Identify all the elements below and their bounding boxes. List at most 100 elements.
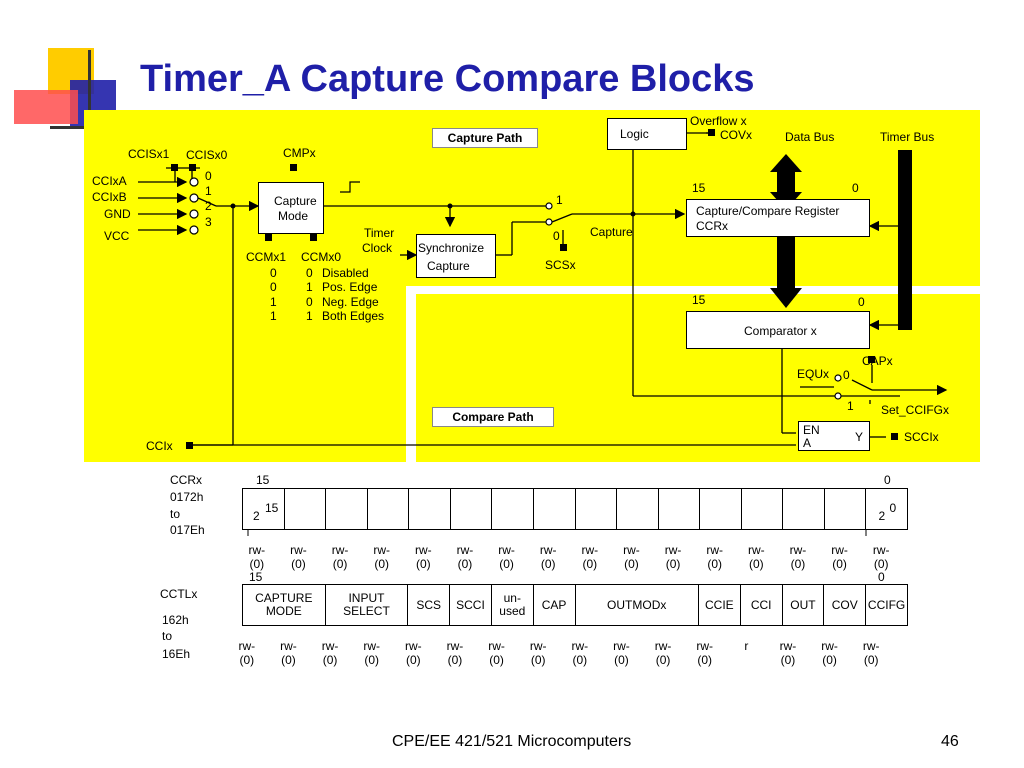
capture-panel-lower xyxy=(84,284,406,462)
ccr-bit-cell xyxy=(783,489,825,529)
cctl-access: r xyxy=(744,639,749,653)
ccr-access: rw- (0) xyxy=(539,543,557,571)
ccr-access: rw- (0) xyxy=(498,543,515,571)
ccr-access: rw- (0) xyxy=(373,543,391,571)
ccr-bit-cell xyxy=(492,489,534,529)
ccisx1-label: CCISx1 xyxy=(128,147,170,161)
comparator-bit-0: 0 xyxy=(858,295,865,309)
ccr-register-name: CCRx xyxy=(170,473,202,487)
comparator-box: Comparator x xyxy=(686,311,870,349)
input-ccixa: CCIxA xyxy=(92,174,127,188)
ccr-bit-cell xyxy=(659,489,701,529)
cctl-register-fields: CAPTURE MODE INPUT SELECT SCS SCCI un- u… xyxy=(242,584,908,626)
cctl-register-name: CCTLx xyxy=(160,587,198,601)
cctl-access: rw- (0) xyxy=(238,639,256,667)
mux-index-3: 3 xyxy=(205,215,212,229)
ccr-bit-cell xyxy=(534,489,576,529)
cctl-field-cap: CAP xyxy=(534,585,576,625)
cctl-access: rw- (0) xyxy=(613,639,630,667)
switch-input-1: 1 xyxy=(556,193,563,207)
ccr-bit-cell xyxy=(576,489,618,529)
ccr-register-cells: 2 15 2 0 xyxy=(242,488,908,530)
ccr-access: rw- (0) xyxy=(831,543,848,571)
ccr-bit-cell xyxy=(409,489,451,529)
ccr-access: rw- (0) xyxy=(581,543,599,571)
timer-bus-label: Timer Bus xyxy=(880,130,935,144)
cctl-address-2: to xyxy=(162,629,173,643)
cctl-access-row: rw- (0) rw- (0) rw- (0) rw- (0) rw- (0) … xyxy=(226,639,892,667)
capture-path-label: Capture Path xyxy=(432,128,538,148)
synchronize-capture-box: Synchronize Capture xyxy=(416,234,496,278)
ccr-access: rw- (0) xyxy=(414,543,432,571)
ccmx1-label: CCMx1 xyxy=(246,250,287,264)
ccr-access: rw- (0) xyxy=(872,543,890,571)
output-switch-1: 1 xyxy=(847,399,854,413)
cctl-field-ccifg: CCIFG xyxy=(867,597,906,612)
mux-index-1: 1 xyxy=(205,184,212,198)
overflow-label: Overflow x xyxy=(690,114,747,128)
input-ccixb: CCIxB xyxy=(92,190,127,204)
cctl-field-out: OUT xyxy=(783,585,825,625)
switch-input-0: 0 xyxy=(553,229,560,243)
cctl-access: rw- (0) xyxy=(280,639,297,667)
comparator-bit-15: 15 xyxy=(692,293,706,307)
cctl-access: rw- (0) xyxy=(779,639,797,667)
cctl-access: rw- (0) xyxy=(529,639,547,667)
cctl-bit-low: 0 xyxy=(878,570,885,584)
cctl-bit-high: 15 xyxy=(249,570,263,584)
ccmx0-label: CCMx0 xyxy=(301,250,342,264)
sccix-label: SCCIx xyxy=(904,430,939,444)
mux-index-2: 2 xyxy=(205,199,212,213)
page-number: 46 xyxy=(941,733,959,750)
slide-title: Timer_A Capture Compare Blocks xyxy=(140,58,755,100)
ccr-access: rw- (0) xyxy=(664,543,682,571)
ena-box: EN A Y xyxy=(798,421,870,451)
data-bus-label: Data Bus xyxy=(785,130,835,144)
cctl-access: rw- (0) xyxy=(654,639,672,667)
ccr-access: rw- (0) xyxy=(248,543,266,571)
ccr-bit-cell xyxy=(285,489,327,529)
capx-label: CAPx xyxy=(862,354,893,368)
cctl-field-scci: SCCI xyxy=(450,585,492,625)
cctl-access: rw- (0) xyxy=(862,639,880,667)
timer-clock-label-2: Clock xyxy=(362,241,393,255)
cctl-field-outmodx: OUTMODx xyxy=(576,585,699,625)
ccr-bit-cell: 2 15 xyxy=(243,489,285,529)
cctl-address-1: 162h xyxy=(162,613,189,627)
ccr-access: rw- (0) xyxy=(331,543,349,571)
ccr-bit-15: 15 xyxy=(692,181,706,195)
ccr-bit-cell xyxy=(368,489,410,529)
ccr-address-3: 017Eh xyxy=(170,523,205,537)
slide-footer: CPE/EE 421/521 Microcomputers xyxy=(392,733,632,750)
ccr-bit-0: 0 xyxy=(852,181,859,195)
ccr-address-1: 0172h xyxy=(170,490,204,504)
cctl-field-capture-mode: CAPTURE MODE xyxy=(243,585,326,625)
ccr-bit-high: 15 xyxy=(256,473,270,487)
ccr-access: rw- (0) xyxy=(789,543,807,571)
cctl-field-scs: SCS xyxy=(408,585,451,625)
cctl-access: rw- (0) xyxy=(404,639,422,667)
cctl-field-ccie: CCIE xyxy=(699,585,741,625)
cmpx-label: CMPx xyxy=(283,146,316,160)
cctl-access: rw- (0) xyxy=(446,639,464,667)
timer-clock-label-1: Timer xyxy=(364,226,395,240)
mux-index-0: 0 xyxy=(205,169,212,183)
ccr-access: rw- (0) xyxy=(290,543,307,571)
cctl-access: rw- (0) xyxy=(488,639,505,667)
ccr-bit-cell xyxy=(451,489,493,529)
set-ccifgx-label: Set_CCIFGx xyxy=(881,403,950,417)
ccr-access: rw- (0) xyxy=(747,543,765,571)
ccr-bit-cell xyxy=(326,489,368,529)
capture-signal-label: Capture xyxy=(590,225,633,239)
ccr-bit-low: 0 xyxy=(884,473,891,487)
cctl-address-3: 16Eh xyxy=(162,647,191,661)
equx-label: EQUx xyxy=(797,367,830,381)
ccisx0-label: CCISx0 xyxy=(186,148,228,162)
capture-mode-box: Capture Mode xyxy=(258,182,324,234)
cctl-access: rw- (0) xyxy=(321,639,339,667)
ccr-bit-cell: 2 0 xyxy=(878,501,897,523)
cctl-access: rw- (0) xyxy=(821,639,838,667)
cctl-access: rw- (0) xyxy=(696,639,714,667)
ccr-access: rw- (0) xyxy=(623,543,640,571)
